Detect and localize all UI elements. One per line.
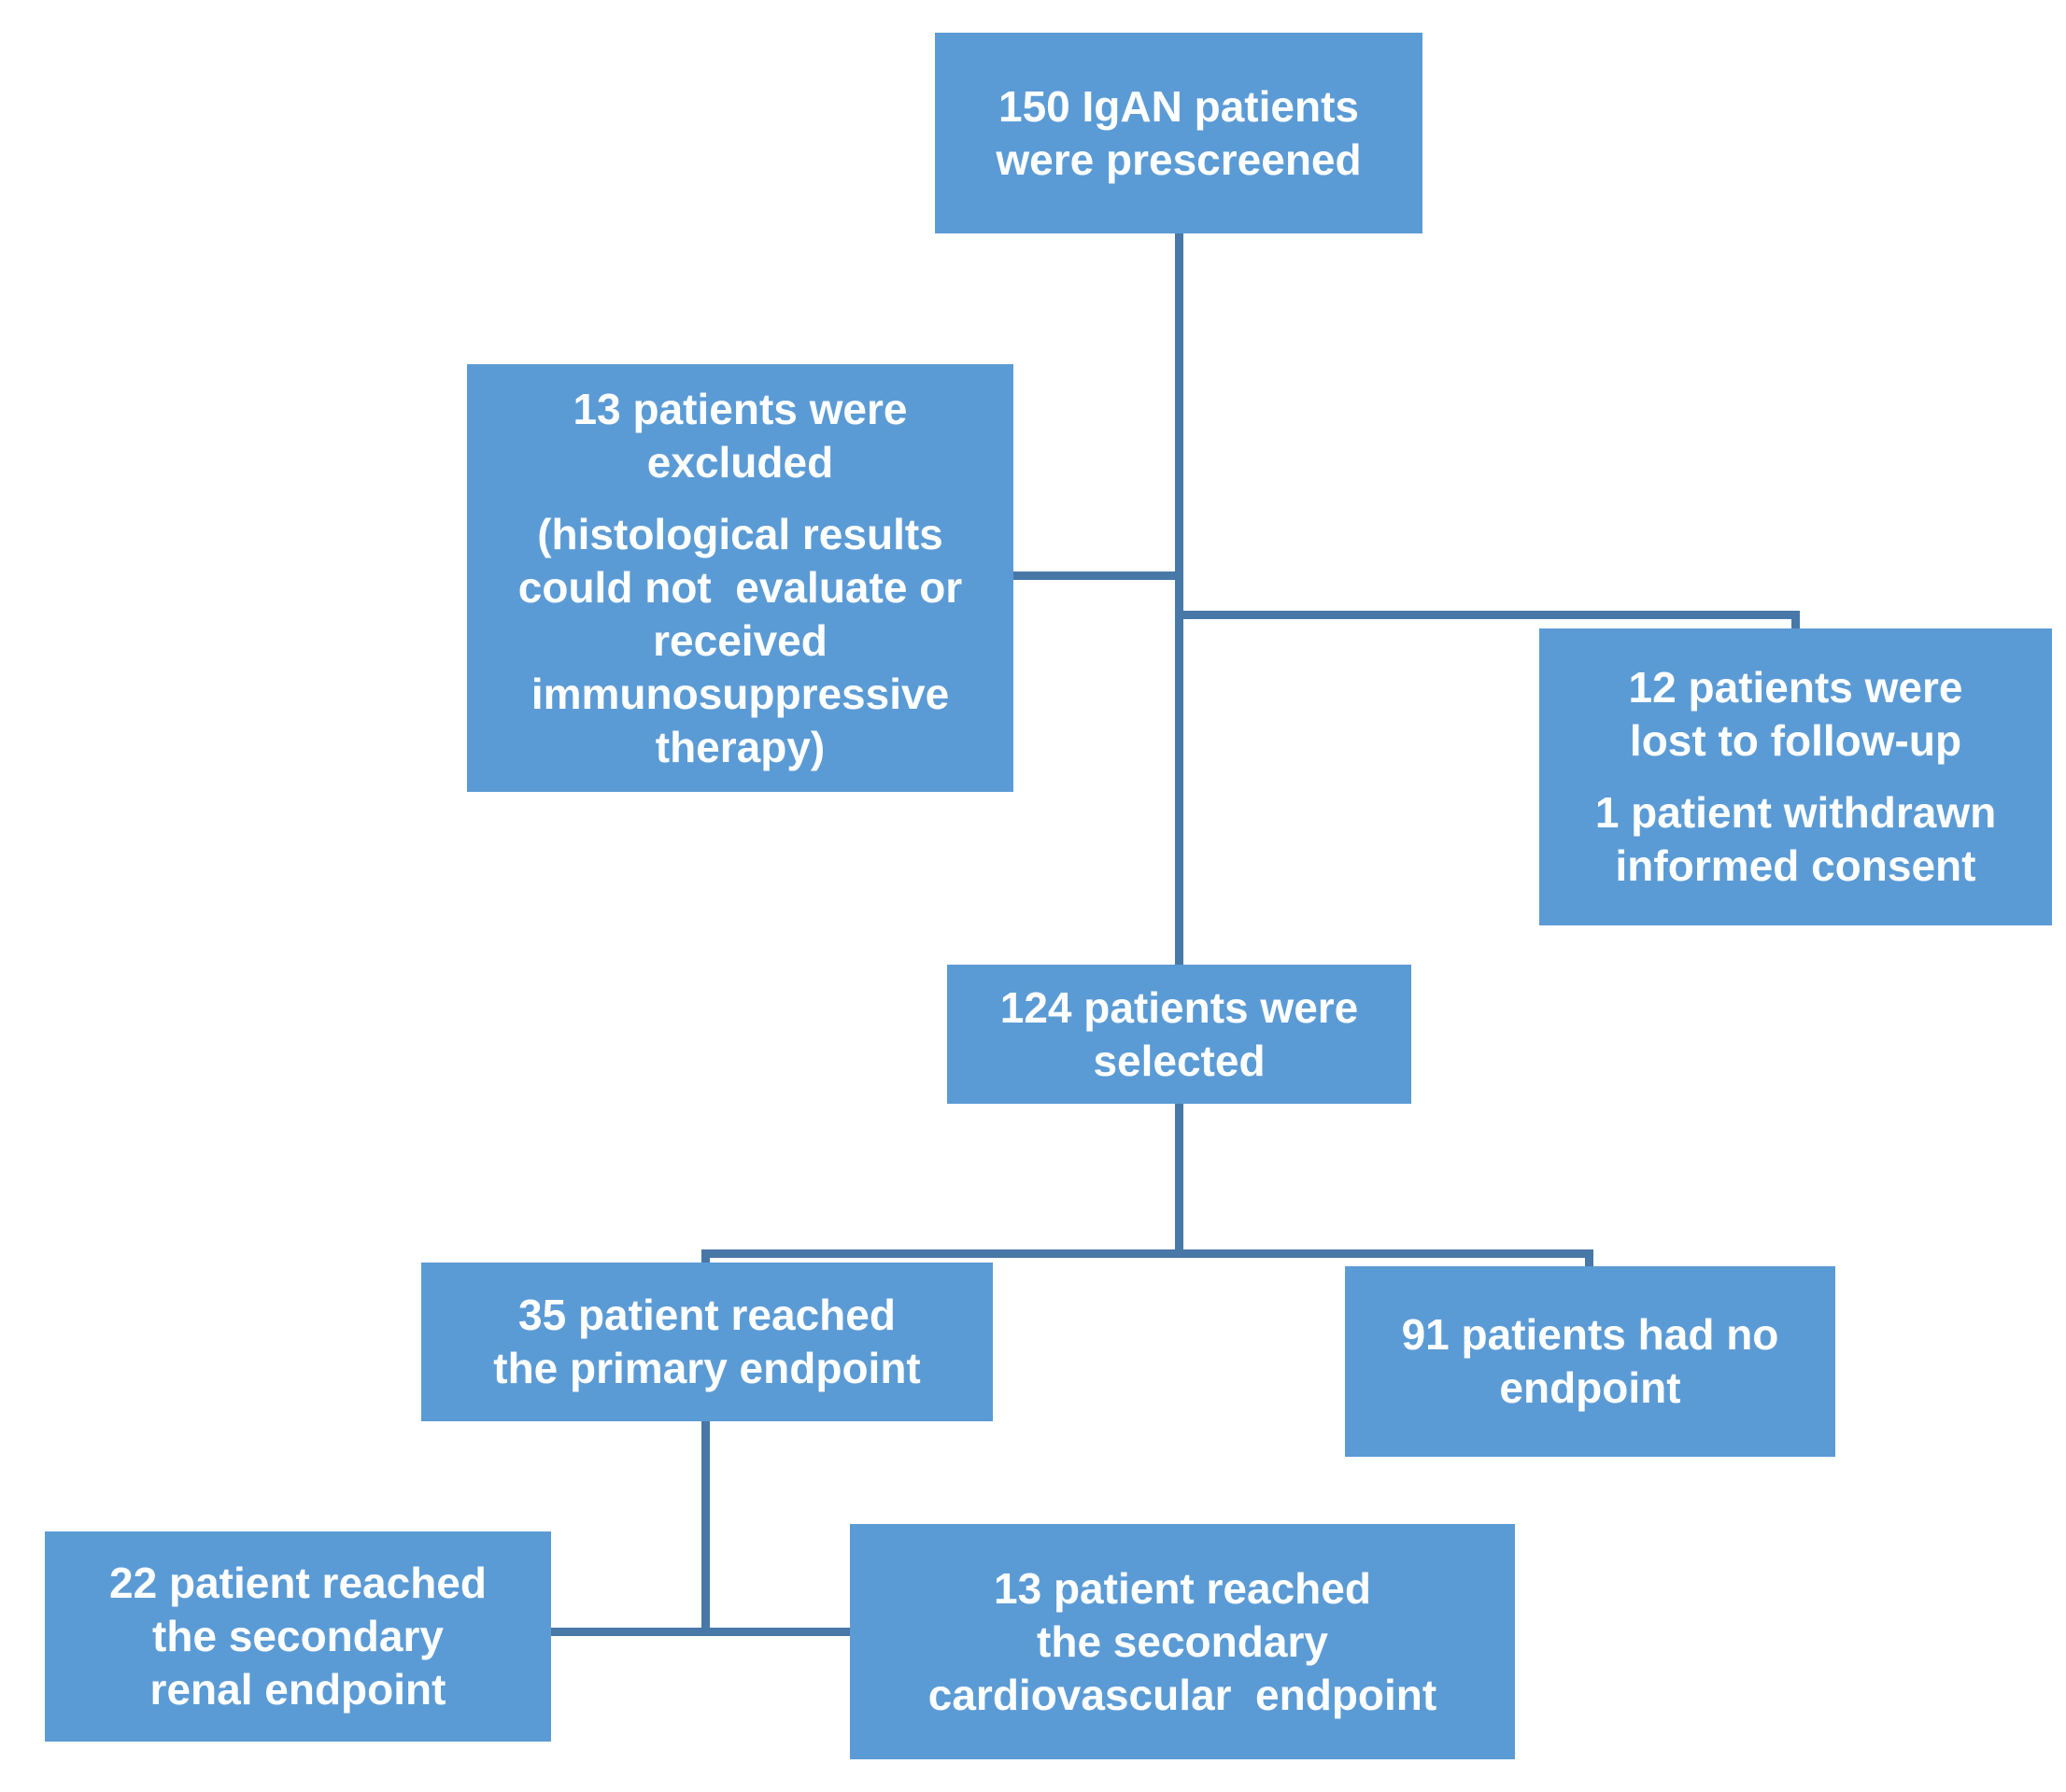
- box-text-line: selected: [1093, 1036, 1266, 1085]
- box-text-line: excluded: [646, 437, 834, 487]
- box-no-endpoint: 91 patients had no endpoint: [1345, 1266, 1835, 1457]
- connector-split-left-elbow: [701, 1249, 710, 1263]
- connector-split-right-elbow: [1585, 1249, 1593, 1266]
- box-primary-endpoint: 35 patient reached the primary endpoint: [421, 1263, 993, 1421]
- box-text-line: 150 IgAN patients: [998, 81, 1359, 131]
- connector-lost-elbow: [1791, 611, 1800, 628]
- box-lost-followup: 12 patients were lost to follow-up 1 pat…: [1539, 628, 2052, 925]
- box-text-line: 91 patients had no: [1401, 1310, 1779, 1359]
- box-secondary-renal: 22 patient reached the secondary renal e…: [45, 1531, 551, 1742]
- box-prescreened: 150 IgAN patients were prescreened: [935, 33, 1422, 233]
- box-text-line: 13 patient reached: [994, 1563, 1371, 1613]
- box-text-line: 124 patients were: [999, 982, 1359, 1032]
- box-text-line: endpoint: [1499, 1363, 1681, 1412]
- connector-primary-vertical: [701, 1421, 710, 1636]
- box-paragraph: 1 patient withdrawn informed consent: [1595, 786, 1996, 893]
- box-text-line: renal endpoint: [149, 1665, 446, 1714]
- box-text-line: the secondary: [152, 1612, 444, 1660]
- box-selected: 124 patients were selected: [947, 965, 1411, 1104]
- box-paragraph: (histological results could not evaluate…: [518, 508, 962, 774]
- box-text-line: 22 patient reached: [109, 1559, 487, 1607]
- box-text-line: 13 patients were: [573, 384, 908, 433]
- box-paragraph: 35 patient reached the primary endpoint: [493, 1289, 920, 1395]
- box-paragraph: 150 IgAN patients were prescreened: [996, 80, 1361, 187]
- box-text-line: 35 patient reached: [518, 1291, 896, 1339]
- box-paragraph: 13 patients were excluded: [573, 383, 908, 489]
- box-text-line: (histological results: [537, 509, 943, 558]
- box-text-line: were prescreened: [996, 134, 1362, 184]
- box-excluded: 13 patients were excluded (histological …: [467, 364, 1013, 792]
- connector-bottom-horizontal: [551, 1628, 850, 1636]
- box-paragraph: 13 patient reached the secondary cardiov…: [928, 1562, 1436, 1722]
- box-text-line: could not evaluate or: [517, 562, 963, 612]
- connector-top-vertical: [1175, 233, 1183, 965]
- box-paragraph: 12 patients were lost to follow-up: [1629, 661, 1963, 768]
- box-text-line: therapy): [655, 722, 826, 771]
- box-text-line: the primary endpoint: [493, 1344, 921, 1392]
- connector-mid-vertical: [1175, 1104, 1183, 1258]
- box-text-line: immunosuppressive: [531, 669, 950, 718]
- box-text-line: lost to follow-up: [1629, 716, 1962, 765]
- box-paragraph: 22 patient reached the secondary renal e…: [109, 1557, 487, 1716]
- box-text-line: 12 patients were: [1628, 663, 1963, 712]
- connector-excluded-horizontal: [1013, 571, 1183, 580]
- box-text-line: 1 patient withdrawn: [1594, 788, 1997, 837]
- box-text-line: the secondary: [1037, 1616, 1328, 1666]
- box-secondary-cardiovascular: 13 patient reached the secondary cardiov…: [850, 1524, 1515, 1759]
- box-paragraph: 124 patients were selected: [1000, 981, 1359, 1088]
- box-text-line: informed consent: [1615, 841, 1976, 890]
- box-text-line: cardiovascular endpoint: [927, 1670, 1437, 1719]
- box-text-line: received: [653, 615, 828, 665]
- connector-lost-horizontal: [1175, 611, 1800, 619]
- connector-split-horizontal: [701, 1249, 1593, 1258]
- box-paragraph: 91 patients had no endpoint: [1402, 1308, 1779, 1415]
